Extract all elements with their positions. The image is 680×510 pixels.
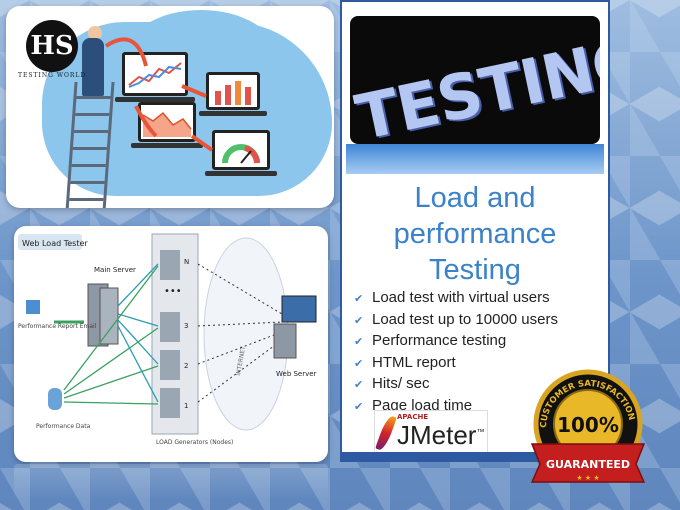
check-icon: ✔ (354, 400, 364, 413)
feature-label: Performance testing (372, 332, 507, 349)
apache-jmeter-logo: APACHE JMeter™ (374, 410, 488, 456)
report-email-label: Performance Report Email (18, 323, 97, 330)
node-label-n: N (184, 258, 189, 266)
testing-banner: TESTING (350, 16, 600, 144)
headline-line-2: performance (393, 218, 557, 250)
badge-stars: ★ ★ ★ (576, 474, 599, 482)
arrows-nodes-to-web (197, 263, 283, 403)
load-generators-label: LOAD Generators (Nodes) (156, 439, 233, 446)
laptop-gauge (205, 130, 277, 176)
feature-item: ✔ Load test up to 10000 users (354, 310, 558, 332)
load-tester-diagram: Web Load Tester INTERNET Main Server Per… (18, 233, 317, 446)
diagram-title-box (18, 234, 82, 250)
node-dots: ••• (164, 286, 182, 297)
node-label-3: 3 (184, 322, 188, 330)
load-tester-diagram-panel: Web Load Tester INTERNET Main Server Per… (14, 226, 328, 462)
check-icon: ✔ (354, 314, 364, 327)
feature-label: Load test with virtual users (372, 289, 550, 306)
arrows-nodes-to-database (63, 265, 159, 405)
badge-ribbon-text: GUARANTEED (546, 458, 630, 471)
cloud-illustration-panel: HS TESTING WORLD (6, 6, 334, 208)
laptop-bar-chart (199, 72, 267, 116)
headline: Load and performance Testing (346, 180, 604, 288)
generator-node-n (160, 250, 180, 280)
testing-world-logo: HS (26, 20, 78, 72)
node-label-2: 2 (184, 362, 188, 370)
node-label-1: 1 (184, 402, 188, 410)
web-server-monitor (281, 295, 317, 323)
satisfaction-guaranteed-badge: CUSTOMER SATISFACTION 100% GUARANTEED ★ … (530, 369, 646, 483)
main-server-label: Main Server (94, 266, 136, 274)
feature-label: Load test up to 10000 users (372, 310, 558, 328)
feature-label: Hits/ sec (372, 375, 430, 392)
jmeter-name-text: JMeter (397, 420, 477, 450)
bar-chart-icon (215, 81, 251, 105)
report-email-icon (26, 300, 40, 314)
perf-data-label: Performance Data (36, 423, 91, 430)
diagram-reflection (14, 464, 328, 500)
area-chart-icon (142, 111, 192, 137)
laptop-line-chart (115, 52, 195, 102)
generator-node-2 (160, 350, 180, 380)
check-icon: ✔ (354, 336, 364, 348)
check-icon: ✔ (354, 357, 364, 370)
testing-banner-word: TESTING (350, 22, 600, 144)
logo-name: TESTING WORLD (18, 72, 87, 79)
badge-percent: 100% (557, 413, 619, 437)
worker-figure (82, 38, 104, 96)
connector-pipes (104, 37, 214, 152)
main-server-icon-2 (99, 287, 119, 345)
worker-head (88, 26, 102, 40)
jmeter-name: JMeter™ (397, 420, 484, 451)
feature-item: ✔ Performance testing (354, 331, 558, 353)
feature-item: ✔ Page load time (354, 396, 558, 418)
headline-line-1: Load and (414, 182, 536, 214)
feature-label: HTML report (372, 353, 456, 371)
check-icon: ✔ (354, 293, 364, 305)
feature-item: ✔ Load test with virtual users (354, 288, 558, 310)
headline-line-3: Testing (429, 254, 521, 286)
feature-item: ✔ HTML report (354, 353, 558, 375)
feature-list: ✔ Load test with virtual users ✔ Load test… (354, 288, 558, 417)
feature-label: Page load time (372, 396, 473, 414)
jmeter-apache-label: APACHE (397, 413, 429, 421)
jmeter-tm: ™ (476, 427, 485, 437)
check-icon: ✔ (354, 379, 364, 391)
banner-reflection-band (346, 144, 604, 174)
apache-feather-icon (375, 414, 397, 452)
logo-initials: HS (30, 31, 74, 61)
laptop-area-chart (131, 102, 203, 148)
gauge-icon (222, 144, 260, 164)
diagram-title: Web Load Tester (22, 239, 88, 248)
feature-item: ✔ Hits/ sec (354, 374, 558, 396)
database-icon (48, 388, 62, 410)
generator-node-1 (160, 388, 180, 418)
line-chart-icon (128, 62, 182, 88)
generator-node-3 (160, 312, 180, 342)
panel-bottom-bar (340, 452, 610, 462)
web-server-tower (273, 323, 297, 359)
badge-ribbon (530, 443, 646, 483)
web-server-label: Web Server (276, 370, 317, 378)
